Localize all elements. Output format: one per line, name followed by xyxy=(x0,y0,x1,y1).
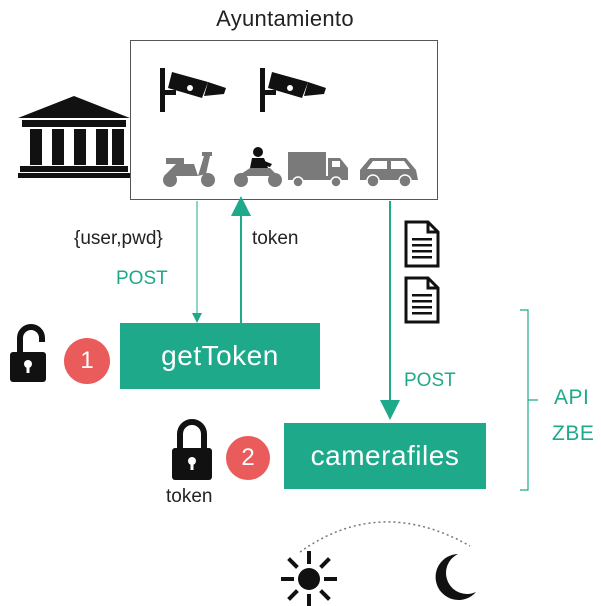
truck-icon xyxy=(288,152,348,188)
cctv-camera-icon xyxy=(160,68,226,112)
motorcycle-icon xyxy=(234,147,282,187)
step-2-badge: 2 xyxy=(226,436,270,480)
lock-closed-icon xyxy=(172,419,212,480)
post-label-2: POST xyxy=(404,370,456,391)
government-building-icon xyxy=(18,96,130,178)
lock-token-label: token xyxy=(166,486,213,507)
document-icon xyxy=(404,276,440,324)
get-token-label: getToken xyxy=(161,340,279,371)
step-1-badge: 1 xyxy=(64,338,110,384)
post-label-1: POST xyxy=(116,268,168,289)
moon-icon xyxy=(435,554,476,600)
step-2-number: 2 xyxy=(241,444,255,471)
api-bracket xyxy=(520,309,538,491)
ayuntamiento-title: Ayuntamiento xyxy=(216,6,354,31)
camerafiles-endpoint[interactable]: camerafiles xyxy=(284,423,486,489)
api-label: API xyxy=(554,386,590,409)
camerafiles-label: camerafiles xyxy=(310,440,460,471)
scooter-icon xyxy=(163,152,215,187)
day-night-arc xyxy=(299,521,471,553)
lock-open-icon xyxy=(10,324,46,382)
sun-icon xyxy=(281,551,337,606)
token-label: token xyxy=(252,228,299,249)
zbe-label: ZBE xyxy=(552,422,595,445)
credentials-label: {user,pwd} xyxy=(74,228,163,249)
step-1-number: 1 xyxy=(80,347,94,374)
get-token-endpoint[interactable]: getToken xyxy=(120,323,320,389)
cctv-camera-icon xyxy=(260,68,326,112)
document-icon xyxy=(404,220,440,268)
car-icon xyxy=(360,158,418,188)
